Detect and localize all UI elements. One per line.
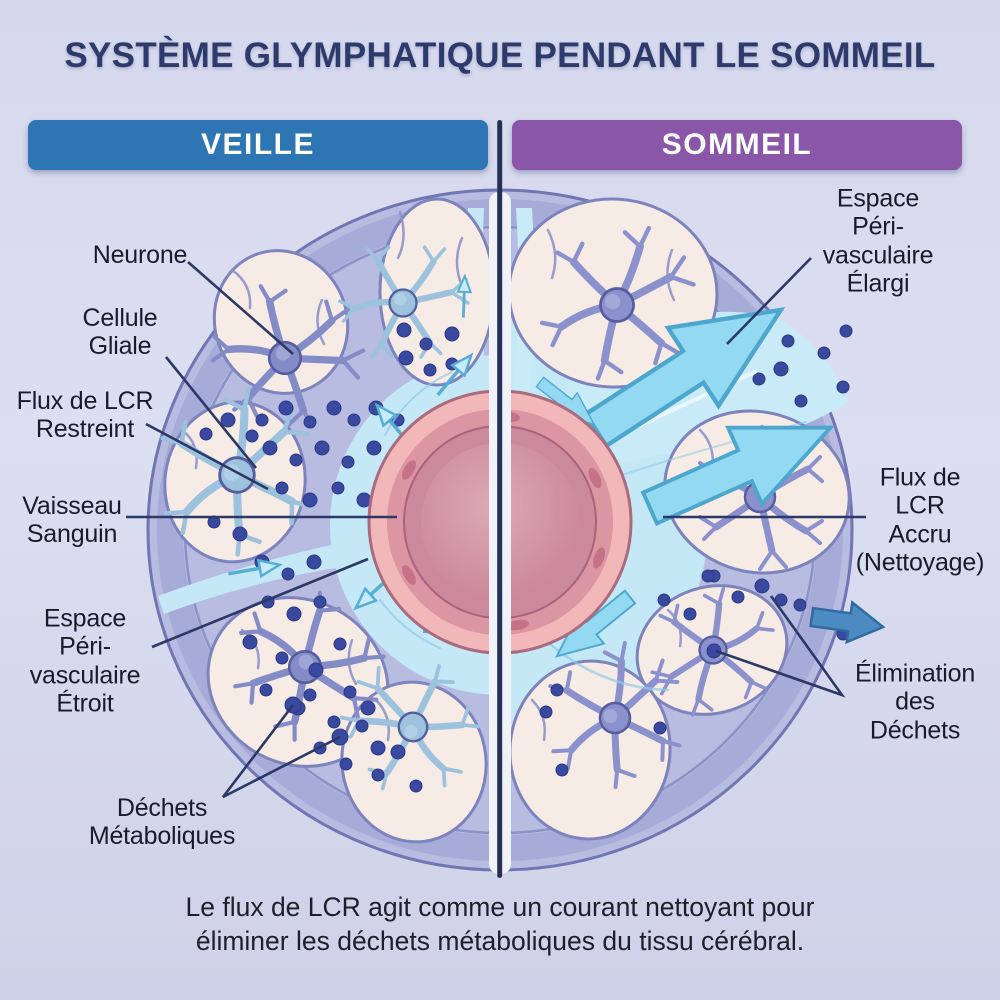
- leader-line-dechets: [221, 704, 341, 799]
- waste-dots-sommeil: [539, 317, 853, 777]
- label-flux-lcr-restreint: Flux de LCR Restreint: [16, 386, 154, 443]
- waste-removal-arrow: [809, 600, 886, 645]
- divider-line: [497, 120, 503, 878]
- label-vaisseau-sanguin: Vaisseau Sanguin: [22, 491, 122, 548]
- leader-line-flux-restreint: [145, 422, 269, 491]
- page-title: SYSTÈME GLYMPHATIQUE PENDANT LE SOMMEIL: [64, 36, 936, 75]
- caption-text: Le flux de LCR agit comme un courant net…: [185, 892, 815, 957]
- leader-line-neurone: [187, 261, 294, 355]
- waste-dots-veille: [199, 322, 460, 793]
- leader-lines: [126, 257, 866, 799]
- leader-line-espace-elargi: [726, 257, 812, 345]
- brain-cross-section: [126, 120, 886, 878]
- label-flux-lcr-accru: Flux de LCR Accru (Nettoyage): [855, 463, 985, 577]
- label-espace-perivasculaire-etroit: Espace Péri- vasculaire Étroit: [29, 604, 141, 718]
- label-elimination-dechets: Élimination des Déchets: [854, 659, 976, 745]
- gyri-fissures: [180, 210, 714, 742]
- veille-header-bar: VEILLE: [28, 120, 488, 170]
- label-dechets-metaboliques: Déchets Métaboliques: [88, 793, 236, 850]
- csf-flow-arrows: [225, 271, 886, 673]
- leader-line-cellule-gliale: [164, 356, 258, 469]
- label-cellule-gliale: Cellule Gliale: [82, 303, 158, 360]
- label-espace-perivasculaire-elargi: Espace Péri-vasculaire Élargi: [822, 184, 934, 298]
- leader-line-espace-etroit: [151, 557, 369, 649]
- leader-line-elimination: [715, 595, 846, 698]
- narrow-channel-left: [158, 542, 348, 614]
- label-neurone: Neurone: [92, 240, 188, 269]
- sommeil-header-bar: SOMMEIL: [512, 120, 962, 170]
